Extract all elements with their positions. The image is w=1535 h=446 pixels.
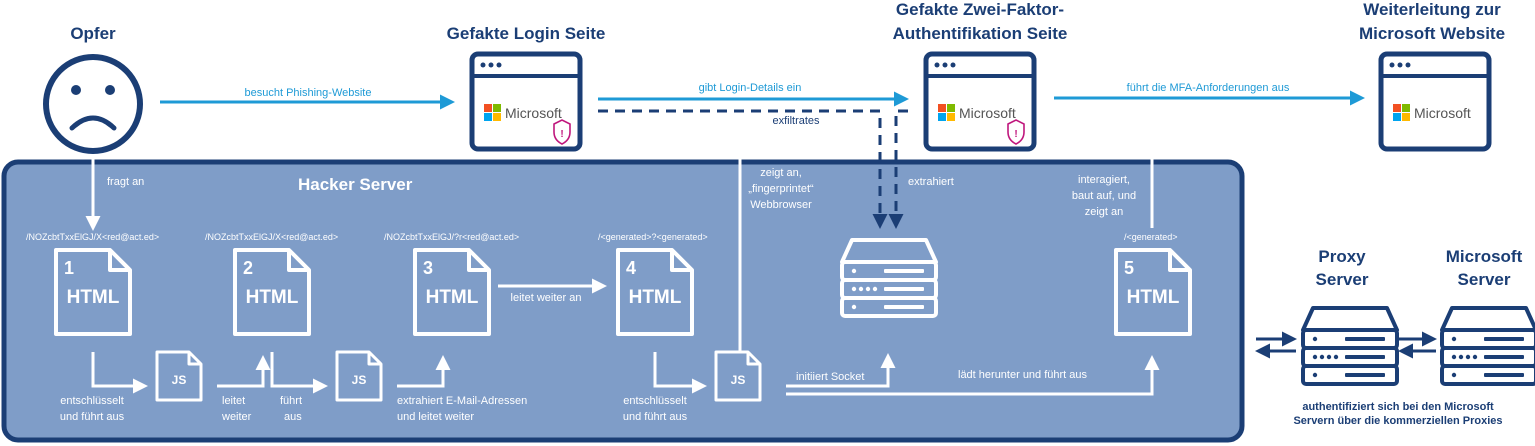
svg-text:HTML: HTML [426, 287, 479, 308]
login-brand-text: Microsoft [505, 105, 562, 121]
label-runs-b: aus [284, 411, 302, 423]
svg-text:JS: JS [731, 373, 746, 387]
svg-text:!: ! [560, 129, 563, 140]
label-decrypt-1b: und führt aus [60, 411, 125, 423]
arrow-interacts [1055, 100, 1154, 228]
label-proxy-note-1: authentifiziert sich bei den Microsoft [1302, 401, 1494, 413]
proxy-server-icon [1301, 306, 1399, 386]
title-proxy-line2: Server [1316, 270, 1369, 289]
hacker-server-panel [1, 159, 1245, 443]
ms-website-brand-text: Microsoft [1414, 105, 1471, 121]
svg-text:HTML: HTML [67, 287, 120, 308]
label-shows-2: „fingerprintet“ [748, 183, 814, 195]
arrow-socket [786, 353, 896, 388]
microsoft-server-icon [1440, 306, 1535, 386]
js-file-1: JS [155, 350, 203, 402]
html-file-5: 5 HTML [1114, 248, 1192, 336]
svg-text:!: ! [1014, 129, 1017, 140]
label-login-details: gibt Login-Details ein [699, 82, 802, 94]
html-file-3: 3 HTML [413, 248, 491, 336]
file-path-3: /NOZcbtTxxElGJ/?r<red@act.ed> [384, 232, 519, 242]
svg-text:JS: JS [172, 373, 187, 387]
title-redirect-line1: Weiterleitung zur [1363, 0, 1501, 19]
title-redirect-line2: Microsoft Website [1359, 24, 1505, 43]
svg-text:2: 2 [243, 258, 253, 278]
label-extract-b: und leitet weiter [397, 411, 474, 423]
hacker-server-title: Hacker Server [298, 175, 413, 194]
js-file-2: JS [335, 350, 383, 402]
file-path-1: /NOZcbtTxxElGJ/X<red@act.ed> [26, 232, 159, 242]
title-victim: Opfer [70, 24, 116, 43]
svg-text:4: 4 [626, 258, 636, 278]
label-runs-a: führt [280, 395, 302, 407]
label-exfiltrates: exfiltrates [772, 115, 820, 127]
label-forwards-b: weiter [221, 411, 252, 423]
title-fake-mfa-line1: Gefakte Zwei-Faktor- [896, 0, 1064, 19]
svg-text:HTML: HTML [246, 287, 299, 308]
fake-mfa-browser-icon: Microsoft ! [923, 51, 1037, 152]
label-proxy-note-2: Servern über die kommerziellen Proxies [1293, 415, 1502, 427]
svg-text:3: 3 [423, 258, 433, 278]
title-ms-server-line1: Microsoft [1446, 247, 1523, 266]
microsoft-website-browser-icon: Microsoft [1378, 51, 1492, 152]
alert-shield-icon: ! [553, 119, 571, 145]
title-fake-login: Gefakte Login Seite [447, 24, 606, 43]
alert-shield-icon: ! [1007, 119, 1025, 145]
title-proxy-line1: Proxy [1318, 247, 1366, 266]
label-extract-a: extrahiert E-Mail-Adressen [397, 395, 527, 407]
label-decrypt-1a: entschlüsselt [60, 395, 124, 407]
html-file-2: 2 HTML [233, 248, 311, 336]
file-path-5: /<generated> [1124, 232, 1178, 242]
arrow-exfiltrates [598, 109, 908, 229]
sad-face-icon [43, 54, 143, 154]
label-interacts-2: baut auf, und [1072, 190, 1136, 202]
label-visits-phishing: besucht Phishing-Website [245, 87, 372, 99]
label-forwards-to: leitet weiter an [511, 292, 582, 304]
label-decrypt-2a: entschlüsselt [623, 395, 687, 407]
js-file-3: JS [714, 350, 762, 402]
fake-login-browser-icon: Microsoft ! [469, 51, 583, 152]
file-path-4: /<generated>?<generated> [598, 232, 708, 242]
arrow-shows-fingerprints [599, 120, 742, 352]
arrow-forward-2 [217, 355, 271, 388]
svg-text:JS: JS [352, 373, 367, 387]
label-forwards-a: leitet [222, 395, 245, 407]
title-ms-server-line2: Server [1458, 270, 1511, 289]
arrow-extract [397, 355, 451, 388]
label-interacts-3: zeigt an [1085, 206, 1124, 218]
svg-text:1: 1 [64, 258, 74, 278]
label-download: lädt herunter und führt aus [958, 369, 1088, 381]
svg-text:HTML: HTML [1127, 287, 1180, 308]
svg-text:5: 5 [1124, 258, 1134, 278]
label-decrypt-2b: und führt aus [623, 411, 688, 423]
arrow-decrypt-1 [91, 352, 148, 394]
file-path-2: /NOZcbtTxxElGJ/X<red@act.ed> [205, 232, 338, 242]
label-shows-3: Webbrowser [750, 199, 812, 211]
label-extracted: extrahiert [908, 176, 954, 188]
arrow-download [786, 355, 1160, 396]
html-file-4: 4 HTML [616, 248, 694, 336]
arrow-decrypt-2 [653, 352, 707, 394]
label-mfa-requests: führt die MFA-Anforderungen aus [1127, 82, 1290, 94]
label-asks: fragt an [107, 176, 144, 188]
title-fake-mfa-line2: Authentifikation Seite [893, 24, 1068, 43]
arrow-run-2 [270, 352, 328, 394]
mfa-brand-text: Microsoft [959, 105, 1016, 121]
label-socket: initiiert Socket [796, 371, 864, 383]
label-interacts-1: interagiert, [1078, 174, 1130, 186]
svg-text:HTML: HTML [629, 287, 682, 308]
label-shows-1: zeigt an, [760, 167, 802, 179]
html-file-1: 1 HTML [54, 248, 132, 336]
